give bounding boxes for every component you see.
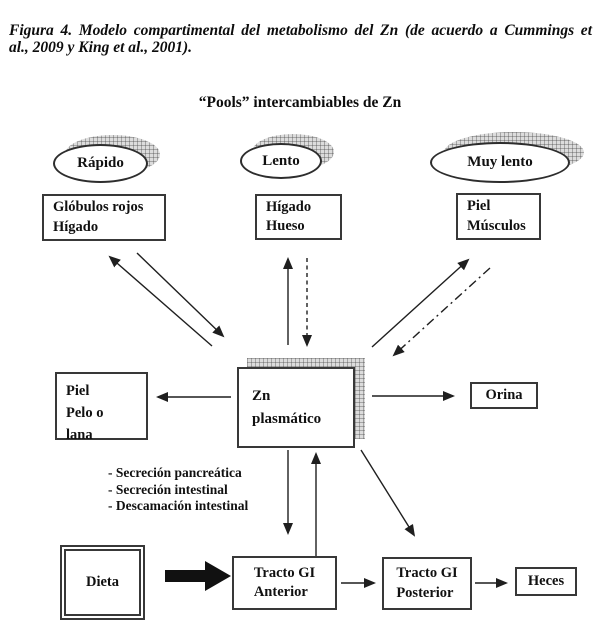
gi-posterior-line1: Tracto GI [396,565,458,582]
box-higado-hueso: Hígado Hueso [255,194,342,240]
gi-anterior-line2: Anterior [253,584,308,600]
gi-posterior-line2: Posterior [396,584,454,601]
pool-rapido: Rápido [53,144,148,183]
zn-plasmatico-line2: plasmático [252,410,322,427]
piel-pelo-line2: Pelo o [66,403,135,425]
pool-rapido-label: Rápido [77,155,124,171]
secretion-item-2: - Secreción intestinal [108,481,228,497]
box-globulos-line1: Glóbulos rojos [53,199,144,216]
box-heces: Heces [515,567,577,596]
arrow-plasma-to-rapido-pool-icon [108,255,213,347]
diagram-heading: “Pools” intercambiables de Zn [198,94,402,111]
box-piel-pelo-lana: Piel Pelo o lana [55,372,148,443]
box-higado-hueso-line2: Hueso [266,218,305,234]
pool-muy-lento: Muy lento [430,142,570,183]
box-orina: Orina [470,382,538,409]
gi-anterior-line1: Tracto GI [253,564,316,581]
secretion-item-1: - Secreción pancreática [108,465,242,480]
dieta-label: Dieta [85,573,119,590]
gi-anterior-text: Tracto GI Anterior [254,564,315,602]
arrow-muylento-pool-to-plasma-dashdot-icon [392,267,491,357]
caption-line-1: Figura 4. Modelo compartimental del meta… [9,21,592,39]
pool-muy-lento-label: Muy lento [467,154,533,170]
box-gi-posterior: Tracto GI Posterior [382,557,472,610]
box-globulos-higado: Glóbulos rojos Hígado [42,194,166,241]
thick-arrow-dieta-to-gi-anterior-icon [165,561,231,591]
piel-pelo-line3: lana [66,426,93,443]
piel-pelo-line1: Piel [66,383,90,399]
box-zn-plasmatico: Zn plasmático [237,367,355,448]
box-piel-musculos-line1: Piel [467,198,491,215]
zn-plasmatico-line1: Zn [252,388,271,404]
arrow-plasma-to-muylento-pool-icon [371,258,470,348]
box-piel-musculos: Piel Músculos [456,193,541,240]
box-dieta-inner: Dieta [64,549,141,616]
piel-pelo-line2b: o [96,404,104,421]
secretion-list: - Secreción pancreática - Secreción inte… [108,465,278,515]
figure-caption: Figura 4. Modelo compartimental del meta… [9,22,592,57]
gi-posterior-text: Tracto GI Posterior [396,564,457,602]
secretion-item-3: - Descamación intestinal [108,498,249,513]
heces-label: Heces [527,572,565,589]
box-higado-hueso-line1: Hígado [266,198,312,215]
box-dieta: Dieta [60,545,145,620]
piel-pelo-line2a: Pelo [66,404,93,421]
pool-lento-label: Lento [262,152,300,169]
box-piel-musculos-line2: Músculos [467,217,526,234]
orina-label: Orina [485,386,523,403]
arrow-rapido-pool-to-plasma-icon [136,252,225,338]
caption-line-2: al., 2009 y King et al., 2001). [9,39,192,56]
pool-lento: Lento [240,143,322,179]
box-globulos-line2: Hígado [53,218,99,235]
box-gi-anterior: Tracto GI Anterior [232,556,337,610]
arrow-plasma-to-gi-posterior-icon [360,449,416,537]
